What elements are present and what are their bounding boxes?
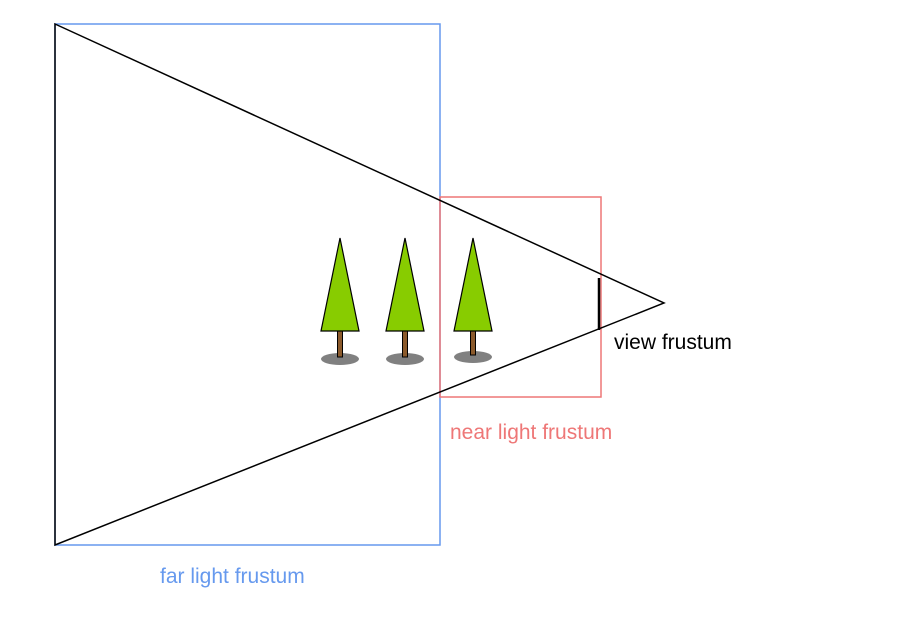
view-frustum-triangle [54, 22, 666, 547]
tree-foliage [320, 237, 360, 332]
far-light-frustum-box [54, 23, 441, 546]
near-light-frustum-label: near light frustum [450, 421, 613, 444]
tree-shadow [454, 351, 492, 363]
far-light-frustum-label: far light frustum [160, 565, 305, 588]
view-frustum-label: view frustum [614, 331, 732, 354]
tree-foliage [385, 237, 425, 332]
tree-trunk [470, 330, 476, 356]
tree-shadow [321, 353, 359, 365]
tree-shadow [386, 353, 424, 365]
tree-trunk [402, 330, 408, 358]
tree-foliage [453, 237, 493, 332]
tree-2 [385, 237, 425, 365]
near-light-frustum-box [439, 196, 602, 398]
tree-3 [453, 237, 493, 363]
tree-trunk [337, 330, 343, 358]
tree-1 [320, 237, 360, 365]
